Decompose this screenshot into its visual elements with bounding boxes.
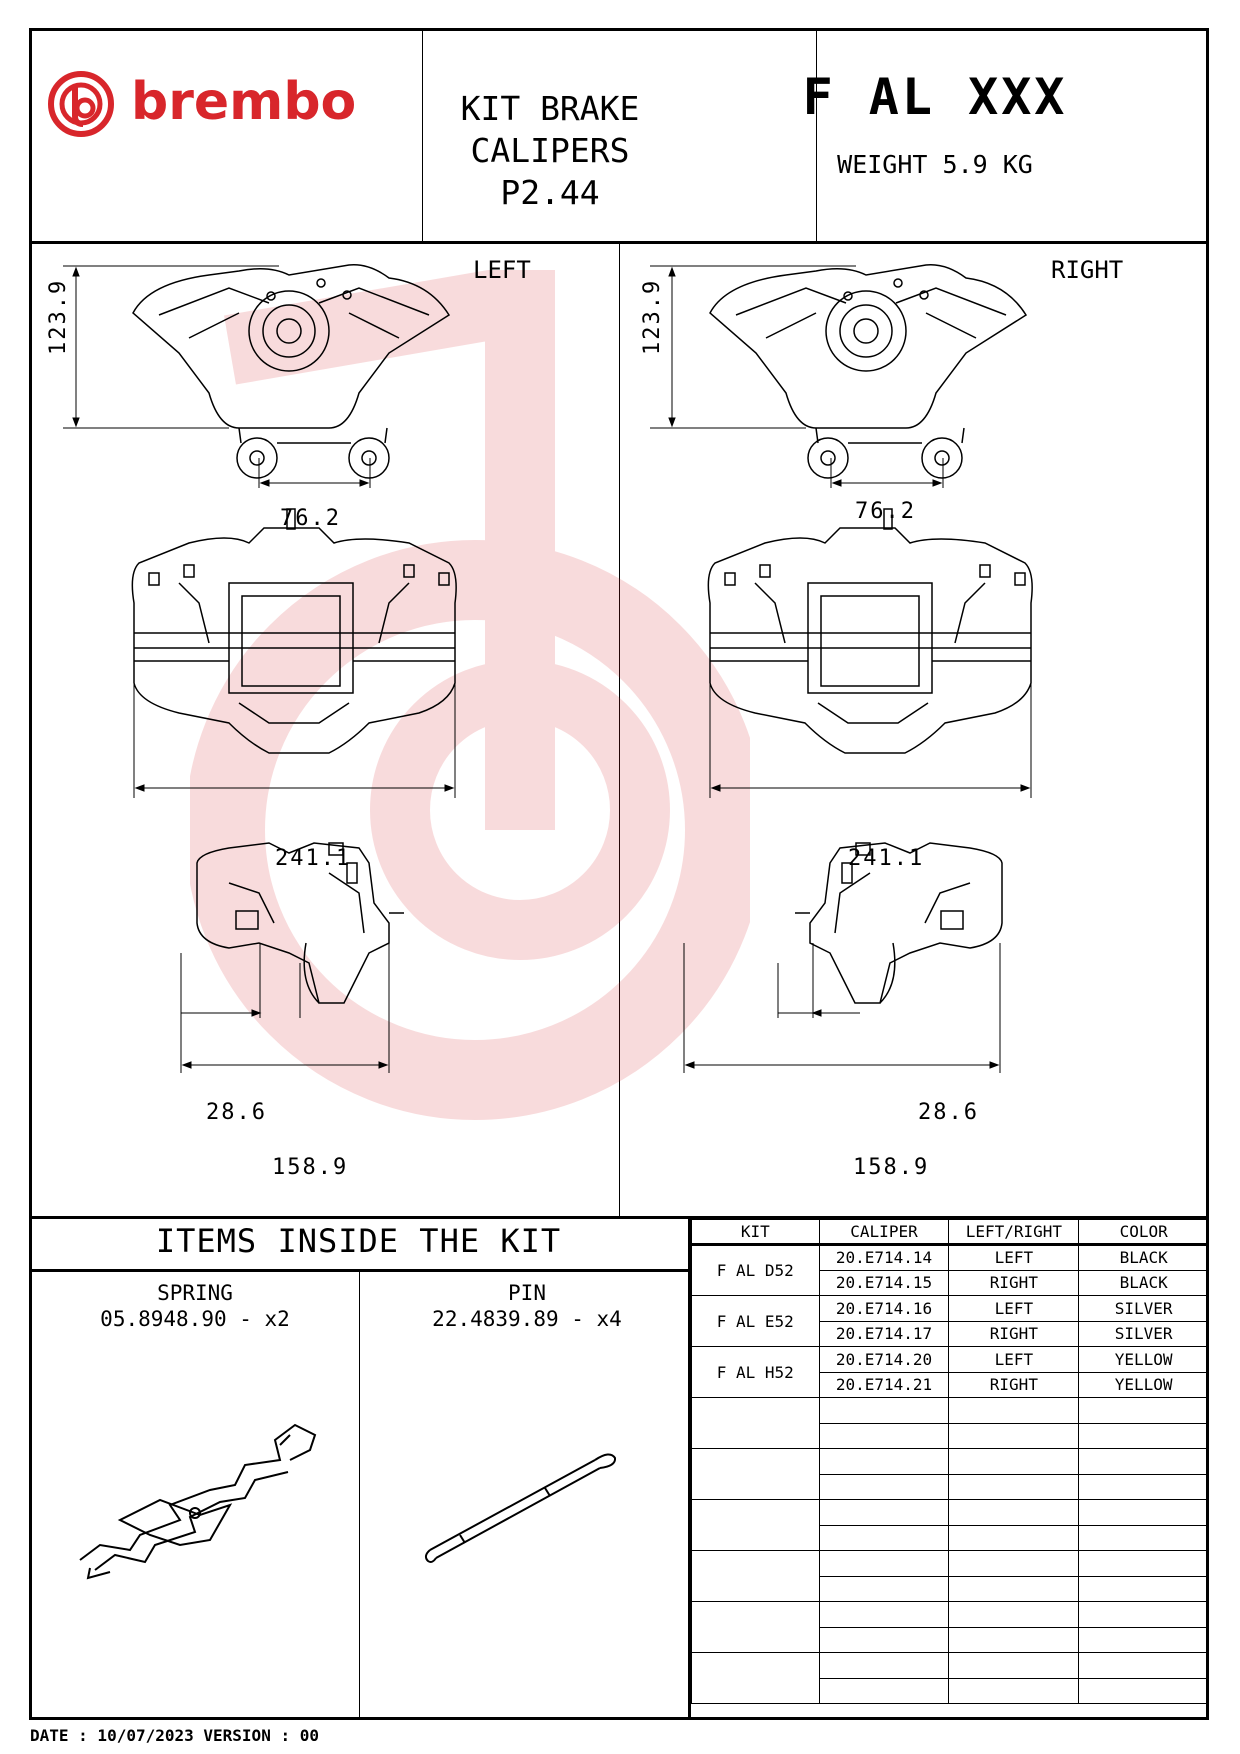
empty-row [692, 1575, 1209, 1602]
kit-code: F AL XXX [802, 68, 1068, 126]
empty-row [691, 1448, 1209, 1500]
empty-row [692, 1422, 1209, 1449]
side-cell: LEFT [948, 1244, 1080, 1271]
views-divider [619, 243, 620, 1217]
items-section-title: ITEMS INSIDE THE KIT [155, 1222, 562, 1260]
items-col-divider [359, 1271, 360, 1720]
table-row: 20.E714.21 RIGHT YELLOW [692, 1371, 1209, 1398]
caliper-cell: 20.E714.21 [818, 1371, 950, 1398]
kit-weight: WEIGHT 5.9 KG [837, 150, 1033, 179]
color-cell: YELLOW [1078, 1371, 1209, 1398]
right-view-label: RIGHT [1051, 256, 1124, 284]
empty-row [692, 1677, 1209, 1704]
color-cell: SILVER [1078, 1295, 1209, 1322]
pin-drawing [424, 1453, 617, 1563]
caliper-cell: 20.E714.16 [818, 1295, 950, 1322]
right-width-dimension: 241.1 [848, 846, 925, 871]
empty-row [691, 1499, 1209, 1551]
left-view-label: LEFT [473, 256, 531, 284]
spring-label: SPRING [157, 1281, 233, 1305]
left-caliper-drawings [63, 264, 457, 1073]
brembo-watermark-icon [190, 270, 750, 1120]
header-col-divider-2 [816, 28, 817, 242]
header-kit: KIT [691, 1219, 820, 1246]
table-row: F AL E52 20.E714.16 LEFT SILVER [691, 1295, 1209, 1347]
spring-code: 05.8948.90 - x2 [100, 1307, 290, 1331]
color-cell: BLACK [1078, 1244, 1209, 1271]
left-width-dimension: 241.1 [275, 846, 352, 871]
right-caliper-drawings [650, 264, 1033, 1073]
header-left-right: LEFT/RIGHT [948, 1219, 1080, 1246]
table-row: F AL H52 20.E714.20 LEFT YELLOW [691, 1346, 1209, 1398]
caliper-cell: 20.E714.14 [818, 1244, 950, 1271]
kit-cell: F AL E52 [691, 1295, 820, 1347]
table-row: F AL D52 20.E714.14 LEFT BLACK [691, 1244, 1209, 1296]
right-caliper-top-view [709, 264, 1028, 479]
table-header-row: KIT CALIPER LEFT/RIGHT COLOR [691, 1219, 1209, 1246]
pin-label: PIN [508, 1281, 546, 1305]
table-row: 20.E714.17 RIGHT SILVER [692, 1320, 1209, 1347]
kit-table: KIT CALIPER LEFT/RIGHT COLOR F AL D52 20… [691, 1219, 1209, 1704]
side-cell: RIGHT [948, 1371, 1080, 1398]
kit-title: KIT BRAKE CALIPERS P2.44 [380, 88, 720, 214]
table-row: 20.E714.15 RIGHT BLACK [692, 1269, 1209, 1296]
empty-row [691, 1601, 1209, 1653]
left-mount-dimension: 76.2 [280, 506, 341, 531]
left-caliper-front-view [131, 508, 457, 754]
kit-cell: F AL D52 [691, 1244, 820, 1296]
right-caliper-front-view [707, 508, 1033, 754]
left-depth-dimension: 158.9 [272, 1155, 349, 1180]
spring-item: SPRING 05.8948.90 - x2 [40, 1280, 350, 1332]
right-offset-dimension: 28.6 [918, 1100, 979, 1125]
color-cell: YELLOW [1078, 1346, 1209, 1373]
right-caliper-side-view [795, 842, 1003, 1004]
kit-cell: F AL H52 [691, 1346, 820, 1398]
header-color: COLOR [1078, 1219, 1209, 1246]
drawing-sheet [29, 28, 1209, 1720]
kit-title-line1: KIT BRAKE CALIPERS [460, 89, 640, 170]
kit-title-line2: P2.44 [500, 173, 600, 212]
right-height-dimension: 123.9 [640, 278, 665, 355]
empty-row [691, 1652, 1209, 1704]
right-mount-dimension: 76.2 [855, 499, 916, 524]
empty-row [692, 1473, 1209, 1500]
items-title-divider [29, 1269, 689, 1272]
empty-row [691, 1397, 1209, 1449]
caliper-cell: 20.E714.17 [818, 1320, 950, 1347]
left-offset-dimension: 28.6 [206, 1100, 267, 1125]
brand-wordmark: brembo [131, 72, 357, 132]
side-cell: LEFT [948, 1346, 1080, 1373]
empty-row [692, 1626, 1209, 1653]
color-cell: SILVER [1078, 1320, 1209, 1347]
bottom-section-divider [29, 1216, 1209, 1219]
header-col-divider-1 [422, 28, 423, 242]
side-cell: LEFT [948, 1295, 1080, 1322]
brembo-emblem-icon [48, 71, 114, 137]
left-height-dimension: 123.9 [46, 278, 71, 355]
caliper-cell: 20.E714.15 [818, 1269, 950, 1296]
right-depth-dimension: 158.9 [853, 1155, 930, 1180]
spring-drawing [79, 1423, 317, 1580]
side-cell: RIGHT [948, 1269, 1080, 1296]
empty-row [692, 1524, 1209, 1551]
brembo-logo: brembo [45, 70, 356, 140]
date-version-footer: DATE : 10/07/2023 VERSION : 00 [30, 1726, 319, 1745]
pin-item: PIN 22.4839.89 - x4 [372, 1280, 682, 1332]
left-caliper-side-view [196, 842, 404, 1004]
header-divider [29, 241, 1209, 244]
header-caliper: CALIPER [818, 1219, 950, 1246]
color-cell: BLACK [1078, 1269, 1209, 1296]
caliper-cell: 20.E714.20 [818, 1346, 950, 1373]
pin-code: 22.4839.89 - x4 [432, 1307, 622, 1331]
items-table-divider [688, 1217, 691, 1720]
left-caliper-top-view [132, 264, 451, 479]
side-cell: RIGHT [948, 1320, 1080, 1347]
empty-row [691, 1550, 1209, 1602]
